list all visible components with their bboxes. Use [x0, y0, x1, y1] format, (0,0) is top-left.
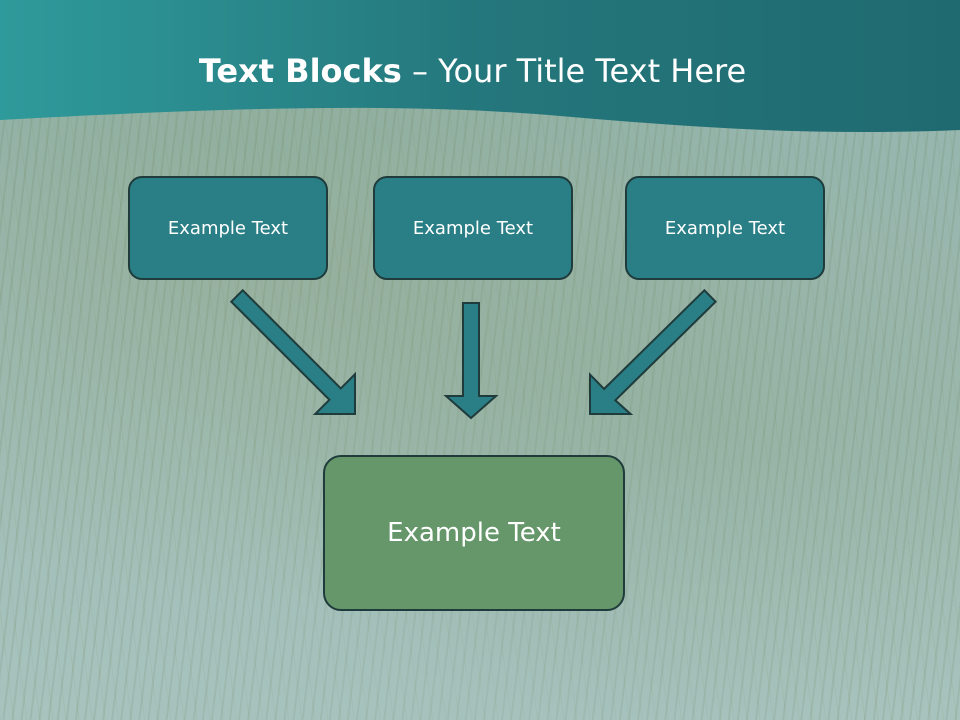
arrow-center-down — [443, 302, 499, 420]
header-wave-band — [0, 0, 960, 133]
text-block-right[interactable]: Example Text — [625, 176, 825, 280]
slide-title: Text Blocks – Your Title Text Here — [0, 52, 945, 90]
text-block-left[interactable]: Example Text — [128, 176, 328, 280]
text-block-result[interactable]: Example Text — [323, 455, 625, 611]
title-rest: – Your Title Text Here — [401, 52, 747, 90]
text-block-center[interactable]: Example Text — [373, 176, 573, 280]
title-bold: Text Blocks — [198, 52, 402, 90]
arrow-right-diagonal — [589, 288, 718, 415]
arrow-left-diagonal — [229, 288, 356, 415]
